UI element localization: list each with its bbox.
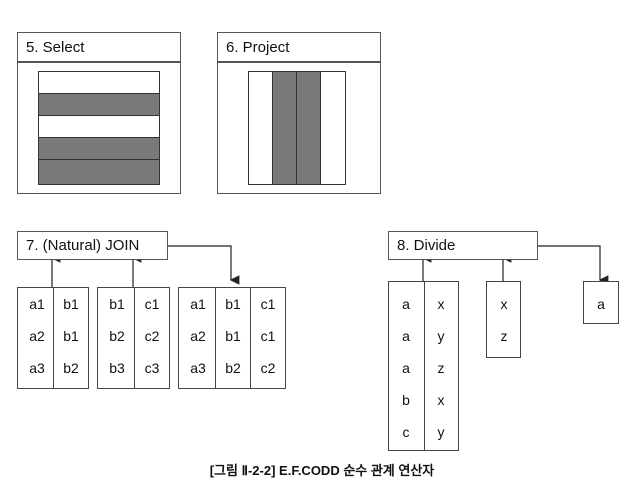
table-cell: b2 [63,360,79,376]
table-cell: c1 [144,296,160,312]
select-title: 5. Select [17,32,181,62]
table-cell: b [402,392,410,408]
join-table-r: a1 b1 a2 b1 a3 b2 [17,287,89,389]
select-row-unselected [39,72,159,94]
divide-table-divisor: x z [486,281,521,358]
table-cell: a1 [29,296,45,312]
table-cell: z [437,360,445,376]
select-row-selected [39,160,159,184]
table-cell: b1 [63,296,79,312]
figure-caption: [그림 Ⅱ-2-2] E.F.CODD 순수 관계 연산자 [209,463,435,478]
table-cell: c [402,424,410,440]
project-column-selected [297,72,321,184]
column-divider [53,288,54,388]
table-cell: b1 [109,296,125,312]
table-cell: c3 [144,360,160,376]
select-panel [17,62,181,194]
table-cell: b2 [109,328,125,344]
table-cell: z [500,328,508,344]
project-column-unselected [321,72,345,184]
table-cell: x [437,392,445,408]
divide-table-dividend: a x a y a z b x c y [388,281,459,451]
project-panel [217,62,381,194]
table-cell: a2 [29,328,45,344]
select-row-selected [39,94,159,116]
column-divider [134,288,135,388]
table-cell: y [437,424,445,440]
join-table-s: b1 c1 b2 c2 b3 c3 [97,287,170,389]
table-cell: c2 [144,328,160,344]
table-cell: a2 [190,328,206,344]
divide-arrow-result [538,245,609,285]
project-relation [248,71,346,185]
table-cell: c1 [260,328,276,344]
table-cell: b3 [109,360,125,376]
table-cell: b1 [225,296,241,312]
join-title: 7. (Natural) JOIN [17,231,168,260]
table-cell: x [500,296,508,312]
table-cell: a3 [190,360,206,376]
table-cell: a1 [190,296,206,312]
table-cell: c2 [260,360,276,376]
column-divider [215,288,216,388]
table-cell: a [402,328,410,344]
table-cell: x [437,296,445,312]
divide-title: 8. Divide [388,231,538,260]
table-cell: b1 [225,328,241,344]
project-column-unselected [249,72,273,184]
table-cell: a [597,296,605,312]
table-cell: a [402,296,410,312]
table-cell: a3 [29,360,45,376]
table-cell: a [402,360,410,376]
table-cell: y [437,328,445,344]
divide-table-result: a [583,281,619,324]
join-table-result: a1 b1 c1 a2 b1 c1 a3 b2 c2 [178,287,286,389]
table-cell: b2 [225,360,241,376]
column-divider [424,282,425,450]
project-column-selected [273,72,297,184]
table-cell: c1 [260,296,276,312]
select-row-unselected [39,116,159,138]
join-arrow-result [168,245,240,285]
column-divider [250,288,251,388]
select-relation [38,71,160,185]
project-title: 6. Project [217,32,381,62]
table-cell: b1 [63,328,79,344]
select-row-selected [39,138,159,160]
